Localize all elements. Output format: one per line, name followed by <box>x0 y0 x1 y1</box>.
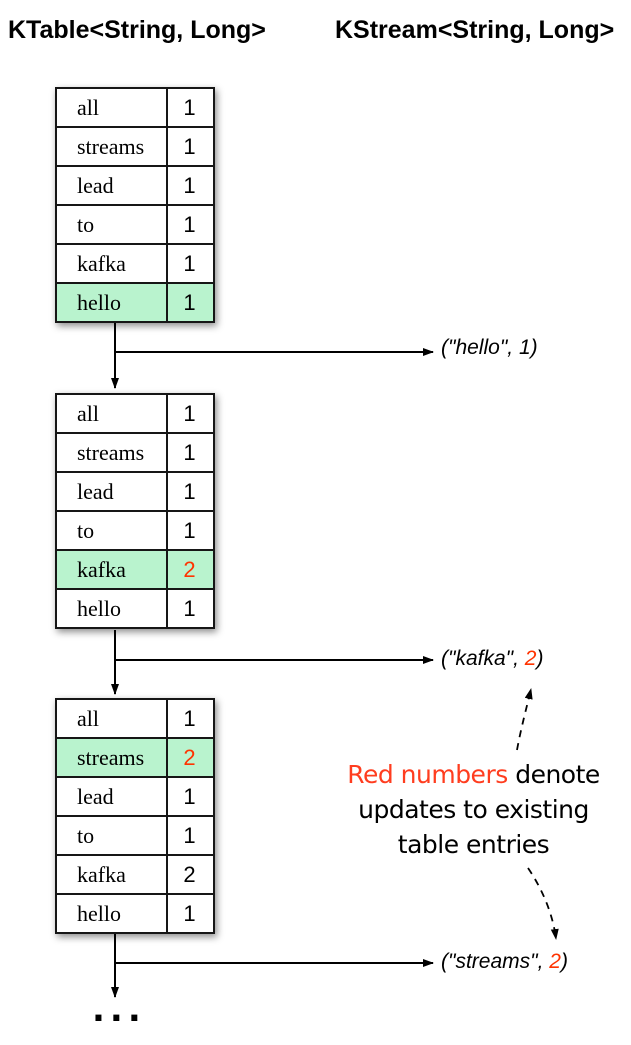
key-cell: all <box>57 89 168 126</box>
key-cell: kafka <box>57 856 168 893</box>
table-row: hello 1 <box>57 895 213 932</box>
key-cell: lead <box>57 778 168 815</box>
stream-record-streams: ("streams", 2) <box>441 950 568 974</box>
table-row: lead 1 <box>57 167 213 206</box>
key-cell: streams <box>57 739 168 776</box>
table-row: to 1 <box>57 817 213 856</box>
record-prefix: ("kafka", <box>441 647 525 670</box>
count-cell: 1 <box>183 401 196 426</box>
ktable-state-2: all 1 streams 1 lead 1 to 1 kafka 2 hello 1 <box>55 393 215 629</box>
table-row: streams 1 <box>57 434 213 473</box>
red-numbers-annotation: Red numbers denote updates to existing t… <box>341 757 606 862</box>
dashed-arrow-to-streams-2 <box>527 867 559 940</box>
record-suffix: ) <box>560 950 568 973</box>
key-cell: hello <box>57 895 168 932</box>
count-cell-updated: 2 <box>183 745 196 770</box>
key-cell: streams <box>57 434 168 471</box>
table-row: all 1 <box>57 89 213 128</box>
count-cell: 2 <box>183 862 196 887</box>
key-cell: lead <box>57 167 168 204</box>
table-row: to 1 <box>57 512 213 551</box>
count-cell: 1 <box>183 134 196 159</box>
key-cell: kafka <box>57 551 168 588</box>
table-row: streams 1 <box>57 128 213 167</box>
key-cell: kafka <box>57 245 168 282</box>
record-value: 1 <box>518 336 531 359</box>
key-cell: streams <box>57 128 168 165</box>
table-row: to 1 <box>57 206 213 245</box>
table-row: lead 1 <box>57 778 213 817</box>
ktable-header: KTable<String, Long> <box>8 16 266 44</box>
table-row: kafka 1 <box>57 245 213 284</box>
kstream-header: KStream<String, Long> <box>335 16 615 44</box>
annotation-red-text: Red numbers <box>347 760 508 789</box>
annotation-text: denote <box>507 760 600 789</box>
annotation-text: updates to existing <box>358 795 589 824</box>
record-prefix: ("streams", <box>441 950 550 973</box>
stream-record-hello: ("hello", 1) <box>441 336 538 360</box>
count-cell: 1 <box>183 173 196 198</box>
table-row: all 1 <box>57 395 213 434</box>
record-suffix: ) <box>536 647 544 670</box>
count-cell: 1 <box>183 823 196 848</box>
annotation-text: table entries <box>397 830 550 859</box>
key-cell: hello <box>57 284 168 321</box>
key-cell: all <box>57 395 168 432</box>
key-cell: to <box>57 206 168 243</box>
record-value-updated: 2 <box>549 950 561 973</box>
count-cell: 1 <box>183 440 196 465</box>
dashed-arrow-to-kafka-2 <box>516 688 533 751</box>
ktable-state-1: all 1 streams 1 lead 1 to 1 kafka 1 hello 1 <box>55 87 215 323</box>
table-row: kafka 2 <box>57 856 213 895</box>
record-suffix: ) <box>530 336 538 359</box>
table-row: all 1 <box>57 700 213 739</box>
count-cell: 1 <box>183 95 196 120</box>
ktable-state-3: all 1 streams 2 lead 1 to 1 kafka 2 hello 1 <box>55 698 215 934</box>
count-cell: 1 <box>183 596 196 621</box>
count-cell-updated: 2 <box>183 557 196 582</box>
key-cell: to <box>57 817 168 854</box>
count-cell: 1 <box>183 212 196 237</box>
table-row: hello 1 <box>57 590 213 627</box>
continuation-ellipsis: ... <box>92 990 146 1030</box>
count-cell: 1 <box>183 251 196 276</box>
table-row-highlighted: streams 2 <box>57 739 213 778</box>
stream-record-kafka: ("kafka", 2) <box>441 647 543 671</box>
table-row-highlighted: hello 1 <box>57 284 213 321</box>
key-cell: to <box>57 512 168 549</box>
key-cell: lead <box>57 473 168 510</box>
key-cell: all <box>57 700 168 737</box>
count-cell: 1 <box>183 784 196 809</box>
count-cell: 1 <box>183 706 196 731</box>
table-row: lead 1 <box>57 473 213 512</box>
count-cell: 1 <box>183 479 196 504</box>
record-prefix: ("hello", <box>441 336 519 359</box>
table-row-highlighted: kafka 2 <box>57 551 213 590</box>
count-cell: 1 <box>183 518 196 543</box>
count-cell: 1 <box>183 290 196 315</box>
key-cell: hello <box>57 590 168 627</box>
record-value-updated: 2 <box>524 647 537 670</box>
count-cell: 1 <box>183 901 196 926</box>
